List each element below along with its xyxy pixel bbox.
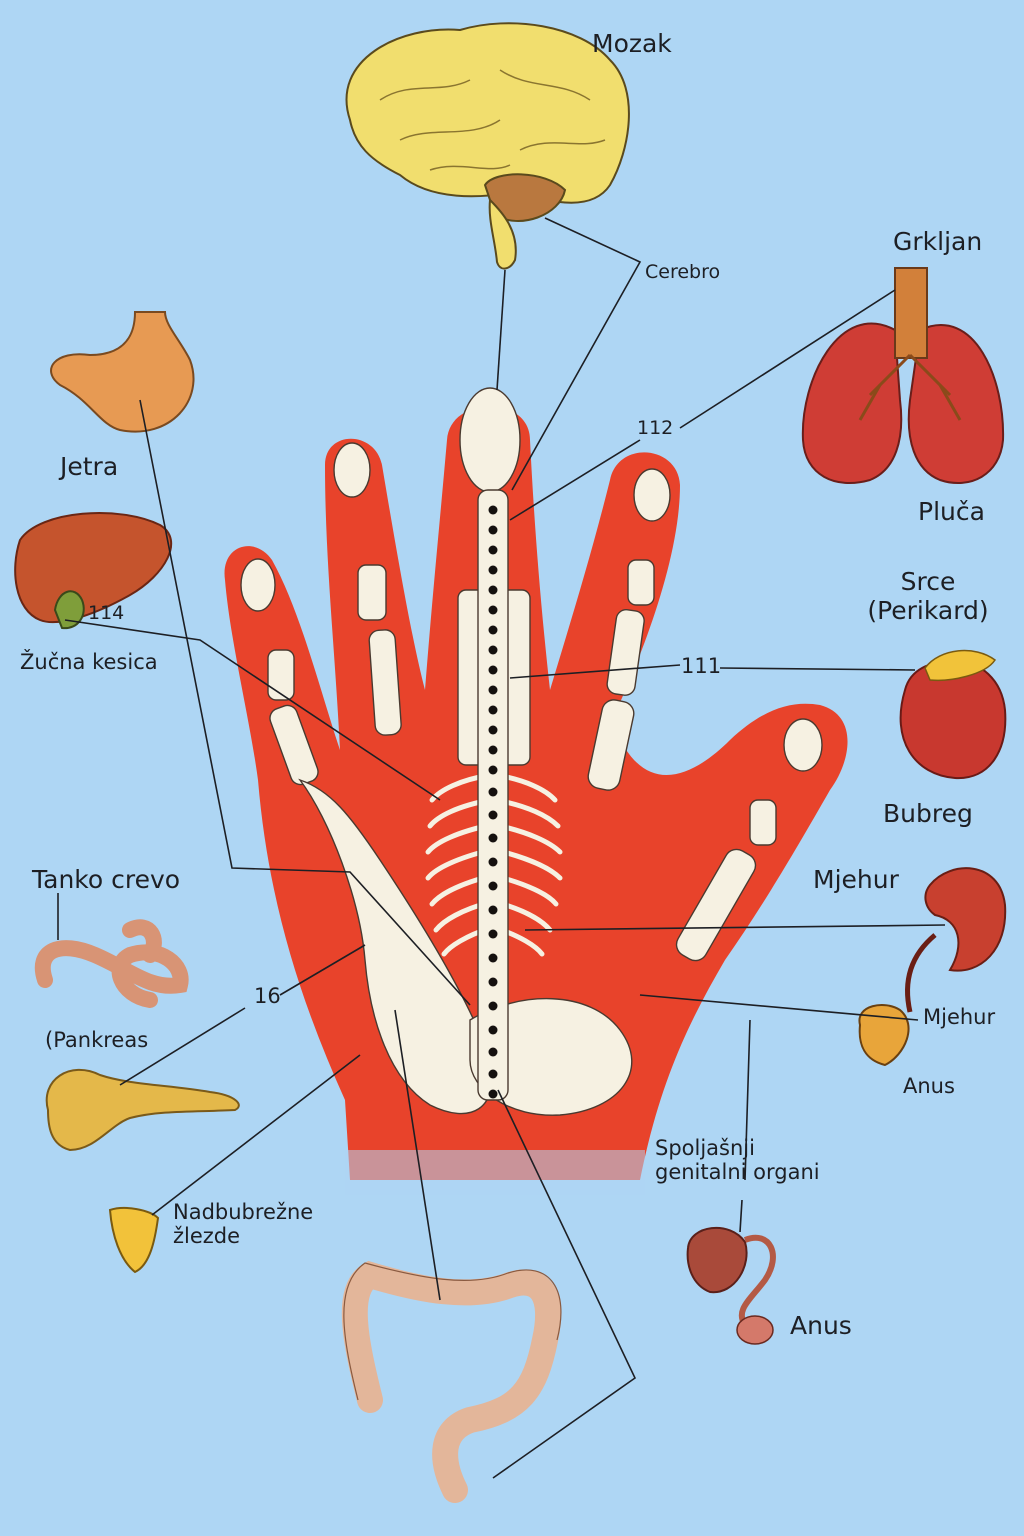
leader-genitals bbox=[744, 1019, 751, 1181]
leader-16 bbox=[279, 944, 366, 996]
little-bone-1 bbox=[749, 799, 777, 846]
ring-bone-2 bbox=[606, 609, 645, 696]
leader-lines bbox=[57, 217, 946, 1479]
label-srce: Srce (Perikard) bbox=[858, 567, 998, 626]
leader-112 bbox=[509, 439, 641, 521]
leader-anus bbox=[492, 1089, 637, 1479]
pelvis-left bbox=[298, 778, 493, 1115]
thumb-bone-1 bbox=[267, 649, 295, 701]
lungs-illustration bbox=[801, 267, 1005, 485]
ring-bone-1 bbox=[627, 559, 655, 606]
label-spoljasnji-line1: Spoljašnji bbox=[655, 1136, 755, 1160]
label-srce-line2: (Perikard) bbox=[867, 595, 989, 625]
label-16: 16 bbox=[254, 984, 281, 1008]
adrenal-gland-illustration bbox=[108, 1207, 160, 1274]
leader-heart-111 bbox=[719, 667, 916, 671]
label-nadbubrezne-line1: Nadbubrežne bbox=[173, 1200, 314, 1224]
brain-illustration bbox=[345, 22, 630, 270]
leader-111-spine bbox=[509, 664, 681, 679]
label-bubreg: Bubreg bbox=[883, 799, 973, 828]
ring-bone-3 bbox=[587, 699, 635, 791]
label-grkljan: Grkljan bbox=[893, 227, 983, 256]
leader-stomach bbox=[139, 399, 471, 1006]
middle-fingernail bbox=[459, 387, 521, 493]
label-srce-line1: Srce bbox=[900, 567, 956, 596]
label-114: 114 bbox=[88, 602, 125, 624]
label-pluca: Pluča bbox=[918, 497, 985, 526]
leader-cerebro bbox=[511, 217, 642, 491]
label-nadbubrezne: Nadbubrežne žlezde bbox=[173, 1200, 313, 1248]
leader-adrenal bbox=[151, 1054, 361, 1216]
leader-brain bbox=[496, 269, 506, 391]
leader-kidney bbox=[524, 924, 946, 931]
leader-gallbladder bbox=[64, 619, 441, 801]
label-nadbubrezne-line2: žlezde bbox=[173, 1224, 241, 1249]
little-bone-2 bbox=[675, 848, 757, 962]
genital-illustration bbox=[686, 1226, 776, 1345]
thumb-fingernail bbox=[240, 558, 276, 612]
label-112: 112 bbox=[637, 417, 674, 439]
ring-fingernail bbox=[633, 468, 671, 522]
leader-genitals-2 bbox=[739, 1199, 743, 1233]
kidney-illustration bbox=[858, 867, 1007, 1067]
label-mjehur-top: Mjehur bbox=[813, 865, 899, 894]
spine bbox=[477, 489, 509, 1101]
leader-larynx bbox=[679, 289, 896, 429]
leader-large-intestine bbox=[394, 1009, 441, 1301]
label-tanko-crevo: Tanko crevo bbox=[32, 865, 181, 894]
index-fingernail bbox=[333, 442, 371, 498]
label-mozak: Mozak bbox=[592, 29, 672, 58]
leader-bladder bbox=[639, 994, 919, 1021]
label-zucna-kesica: Žučna kesica bbox=[20, 650, 158, 674]
label-cerebro: Cerebro bbox=[645, 261, 721, 283]
heart-illustration bbox=[899, 649, 1007, 780]
pancreas-illustration bbox=[45, 1069, 240, 1152]
label-111: 111 bbox=[681, 654, 722, 678]
stomach-illustration bbox=[50, 311, 195, 433]
label-spoljasnji: Spoljašnji genitalni organi bbox=[655, 1136, 820, 1184]
label-jetra: Jetra bbox=[60, 452, 119, 481]
label-mjehur-side: Mjehur bbox=[923, 1005, 996, 1029]
label-anus-bottom: Anus bbox=[790, 1311, 852, 1340]
wrist-fade bbox=[345, 1150, 645, 1195]
large-intestine-illustration bbox=[341, 1260, 562, 1503]
index-bone-1 bbox=[357, 564, 387, 621]
label-spoljasnji-line2: genitalni organi bbox=[655, 1160, 820, 1185]
label-pankreas: (Pankreas bbox=[45, 1028, 149, 1052]
little-fingernail bbox=[783, 718, 823, 772]
label-anus-top: Anus bbox=[903, 1074, 955, 1098]
index-bone-2 bbox=[368, 629, 402, 736]
small-intestine-illustration bbox=[35, 919, 189, 1008]
liver-illustration bbox=[14, 512, 173, 630]
leader-pancreas bbox=[119, 1007, 246, 1086]
